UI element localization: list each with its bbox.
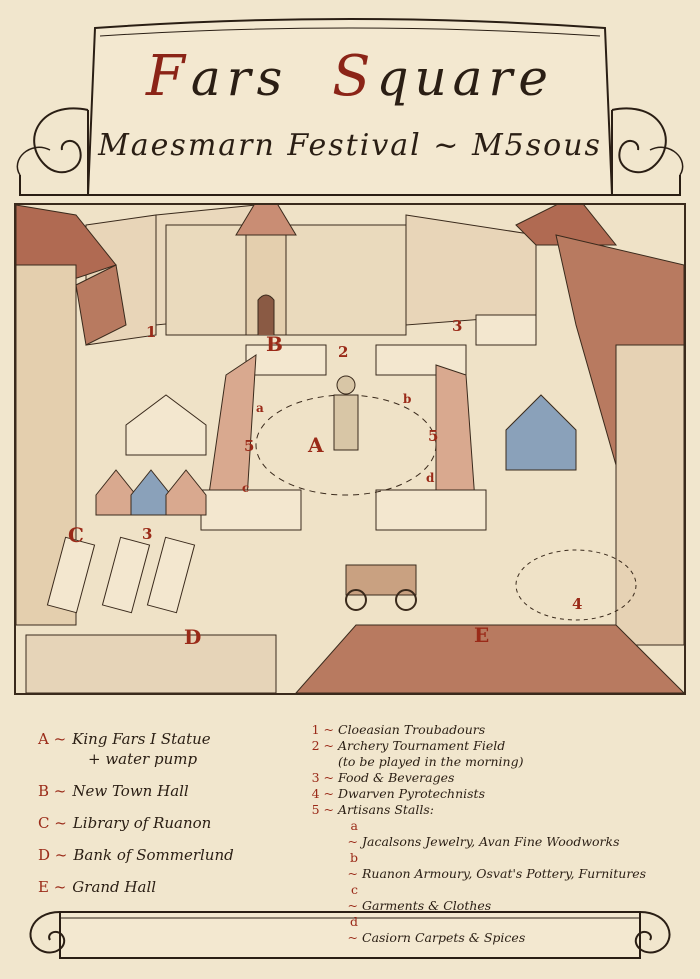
map-label-3-right: 3: [452, 317, 463, 335]
legend-event-2-note: (to be played in the morning): [338, 754, 524, 769]
legend-events: 1 ~Cloeasian Troubadours 2 ~Archery Tour…: [310, 722, 690, 946]
legend-event-5: 5 ~Artisans Stalls:: [311, 802, 434, 817]
map-label-D: D: [184, 625, 202, 649]
legend-stall-c: c ~Garments & Clothes: [347, 882, 492, 913]
poster-title: Fars Square: [146, 44, 554, 109]
legend-item-E: E ~Grand Hall: [38, 878, 157, 896]
map-label-b: b: [403, 392, 412, 406]
square-map: A B C D E 1 2 3 3 4 5 5 a b c d: [14, 203, 686, 695]
map-label-2: 2: [338, 343, 349, 361]
map-label-4: 4: [572, 595, 583, 613]
map-label-E: E: [474, 623, 490, 647]
legend-event-4: 4 ~Dwarven Pyrotechnists: [311, 786, 485, 801]
legend-event-3: 3 ~Food & Beverages: [311, 770, 455, 785]
legend-item-A: A ~King Fars I Statue+ water pump: [38, 730, 211, 768]
map-label-5-right: 5: [428, 427, 439, 445]
legend-item-B: B ~New Town Hall: [38, 782, 189, 800]
map-label-B: B: [266, 332, 283, 356]
map-label-3-left: 3: [142, 525, 153, 543]
legend-event-1: 1 ~Cloeasian Troubadours: [311, 722, 486, 737]
map-label-a: a: [256, 401, 264, 415]
square-illustration: [16, 205, 684, 693]
map-label-A: A: [308, 433, 324, 457]
map-label-5-left: 5: [244, 437, 255, 455]
legend-event-2: 2 ~Archery Tournament Field: [311, 738, 506, 753]
legend-stall-a: a ~Jacalsons Jewelry, Avan Fine Woodwork…: [347, 818, 620, 849]
map-label-C: C: [68, 523, 84, 547]
legend-item-C: C ~Library of Ruanon: [38, 814, 212, 832]
legend-locations: A ~King Fars I Statue+ water pump B ~New…: [38, 730, 328, 910]
legend-stall-d: d ~Casiorn Carpets & Spices: [347, 914, 526, 945]
map-label-d: d: [426, 471, 435, 485]
legend-stall-b: b ~Ruanon Armoury, Osvat's Pottery, Furn…: [347, 850, 647, 881]
map-label-c: c: [242, 481, 250, 495]
poster-subtitle: Maesmarn Festival ~ M5sous: [98, 128, 602, 163]
map-label-1: 1: [146, 323, 157, 341]
legend-item-D: D ~Bank of Sommerlund: [38, 846, 234, 864]
